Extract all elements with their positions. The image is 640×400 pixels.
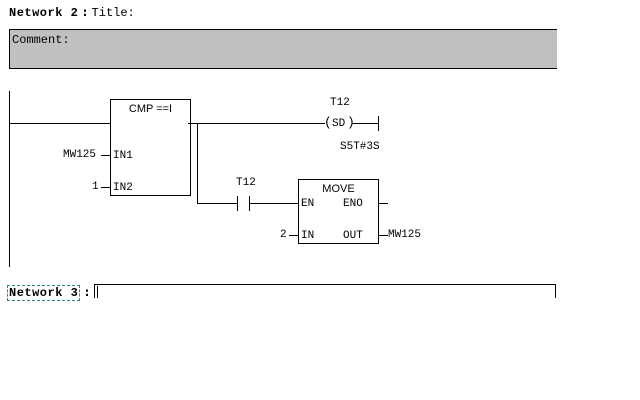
wire-move-out <box>379 235 388 236</box>
network-2-label: Network 2 <box>9 6 79 20</box>
move-title: MOVE <box>322 183 355 195</box>
move-en-label: EN <box>301 198 315 210</box>
contact-operand[interactable]: T12 <box>236 177 256 189</box>
cmp-block[interactable]: CMP ==I IN1 IN2 <box>110 99 191 196</box>
network-3-label[interactable]: Network 3 <box>7 285 81 301</box>
text-caret <box>97 286 98 298</box>
coil-preset[interactable]: S5T#3S <box>340 141 380 153</box>
network-2-comment-box[interactable]: Comment: <box>9 29 557 69</box>
wire-rail-to-cmp <box>9 123 110 124</box>
wire-coil-out <box>352 123 378 124</box>
contact-left-bar-icon <box>237 196 238 211</box>
cmp-in2-operand[interactable]: 1 <box>92 181 99 193</box>
cmp-in1-operand[interactable]: MW125 <box>63 149 97 161</box>
power-rail <box>9 91 10 267</box>
network-2-header[interactable]: Network 2:Title: <box>9 5 135 20</box>
coil-open-paren-icon: ( <box>324 115 332 130</box>
move-out-label: OUT <box>343 230 363 242</box>
wire-eno <box>379 203 388 204</box>
coil-end-bar <box>378 116 379 131</box>
move-in-operand[interactable]: 2 <box>280 229 287 241</box>
wire-branch-to-contact <box>197 203 237 204</box>
move-block[interactable]: MOVE EN ENO IN OUT <box>298 179 379 244</box>
contact-right-bar-icon <box>249 196 250 211</box>
move-eno-label: ENO <box>343 198 363 210</box>
cmp-in2-label: IN2 <box>113 182 133 194</box>
move-out-operand[interactable]: MW125 <box>388 229 422 241</box>
wire-move-in <box>289 235 298 236</box>
wire-cmp-to-coil <box>188 123 325 124</box>
contact-no[interactable] <box>237 196 251 211</box>
coil-operand[interactable]: T12 <box>330 97 350 109</box>
coil-close-paren-icon: ) <box>347 115 355 130</box>
cmp-in1-label: IN1 <box>113 150 133 162</box>
coil-type: SD <box>332 118 346 130</box>
coil-sd[interactable]: ( SD ) <box>324 115 355 132</box>
network-2-separator: : <box>81 5 89 19</box>
move-in-label: IN <box>301 230 315 242</box>
network-3-separator: : <box>83 285 91 299</box>
wire-in2 <box>101 187 110 188</box>
network-2-comment-label: Comment: <box>12 33 70 47</box>
network-3-header[interactable]: Network 3: <box>7 285 91 301</box>
wire-contact-to-move <box>250 203 298 204</box>
cmp-title: CMP ==I <box>128 103 173 115</box>
wire-in1 <box>101 155 110 156</box>
network-3-title-input[interactable] <box>94 284 556 298</box>
network-2-title[interactable]: Title: <box>91 6 135 20</box>
wire-branch <box>197 123 198 204</box>
